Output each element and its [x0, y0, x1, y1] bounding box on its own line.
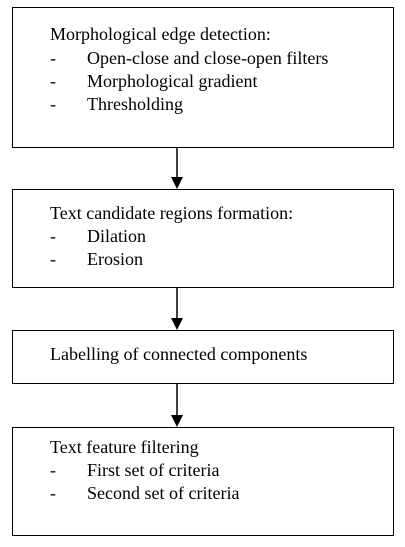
- step-title: Text candidate regions formation:: [50, 203, 294, 223]
- list-item-label: Thresholding: [87, 94, 183, 114]
- step-title: Text feature filtering: [50, 437, 199, 457]
- list-item-label: Erosion: [87, 249, 143, 269]
- bullet-dash: -: [50, 48, 56, 68]
- list-item-label: Second set of criteria: [87, 483, 240, 503]
- list-item-label: Dilation: [87, 226, 146, 246]
- step-box-labelling: Labelling of connected components: [12, 330, 394, 384]
- list-item-label: Morphological gradient: [87, 71, 258, 91]
- step-title: Labelling of connected components: [50, 344, 308, 364]
- flow-arrow-down-icon: [168, 384, 186, 427]
- bullet-dash: -: [50, 226, 56, 246]
- bullet-dash: -: [50, 483, 56, 503]
- list-item-label: First set of criteria: [87, 460, 220, 480]
- flow-arrow-down-icon: [168, 288, 186, 330]
- bullet-dash: -: [50, 460, 56, 480]
- step-box-feature-filtering: Text feature filtering - First set of cr…: [12, 427, 394, 536]
- list-item-label: Open-close and close-open filters: [87, 48, 329, 68]
- step-title: Morphological edge detection:: [50, 24, 271, 44]
- flow-arrow-down-icon: [168, 148, 186, 189]
- bullet-dash: -: [50, 249, 56, 269]
- step-box-edge-detection: Morphological edge detection: - Open-clo…: [12, 7, 394, 148]
- bullet-dash: -: [50, 71, 56, 91]
- bullet-dash: -: [50, 94, 56, 114]
- step-box-candidate-regions: Text candidate regions formation: - Dila…: [12, 189, 394, 288]
